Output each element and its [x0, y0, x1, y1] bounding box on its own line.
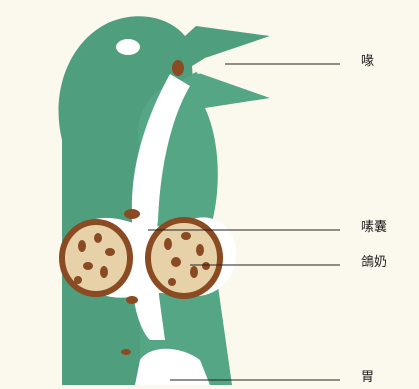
crop-gland-left	[59, 219, 133, 297]
beak-base-mark	[172, 60, 184, 76]
crop-gland-right	[145, 217, 223, 299]
label-pigeon-milk: 鴿奶	[361, 255, 388, 270]
gland-spots-right	[164, 232, 210, 286]
gland-spots-left	[74, 233, 115, 284]
stomach-entrance-tissue	[121, 349, 131, 355]
label-beak: 喙	[361, 54, 375, 69]
label-stomach: 胃	[361, 370, 375, 385]
bird-eye	[116, 39, 140, 55]
stomach	[135, 348, 210, 385]
label-crop: 嗉囊	[361, 220, 388, 235]
beak-gap	[192, 60, 262, 74]
crop-bottom-tissue	[126, 296, 138, 304]
crop-top-tissue	[124, 209, 140, 219]
